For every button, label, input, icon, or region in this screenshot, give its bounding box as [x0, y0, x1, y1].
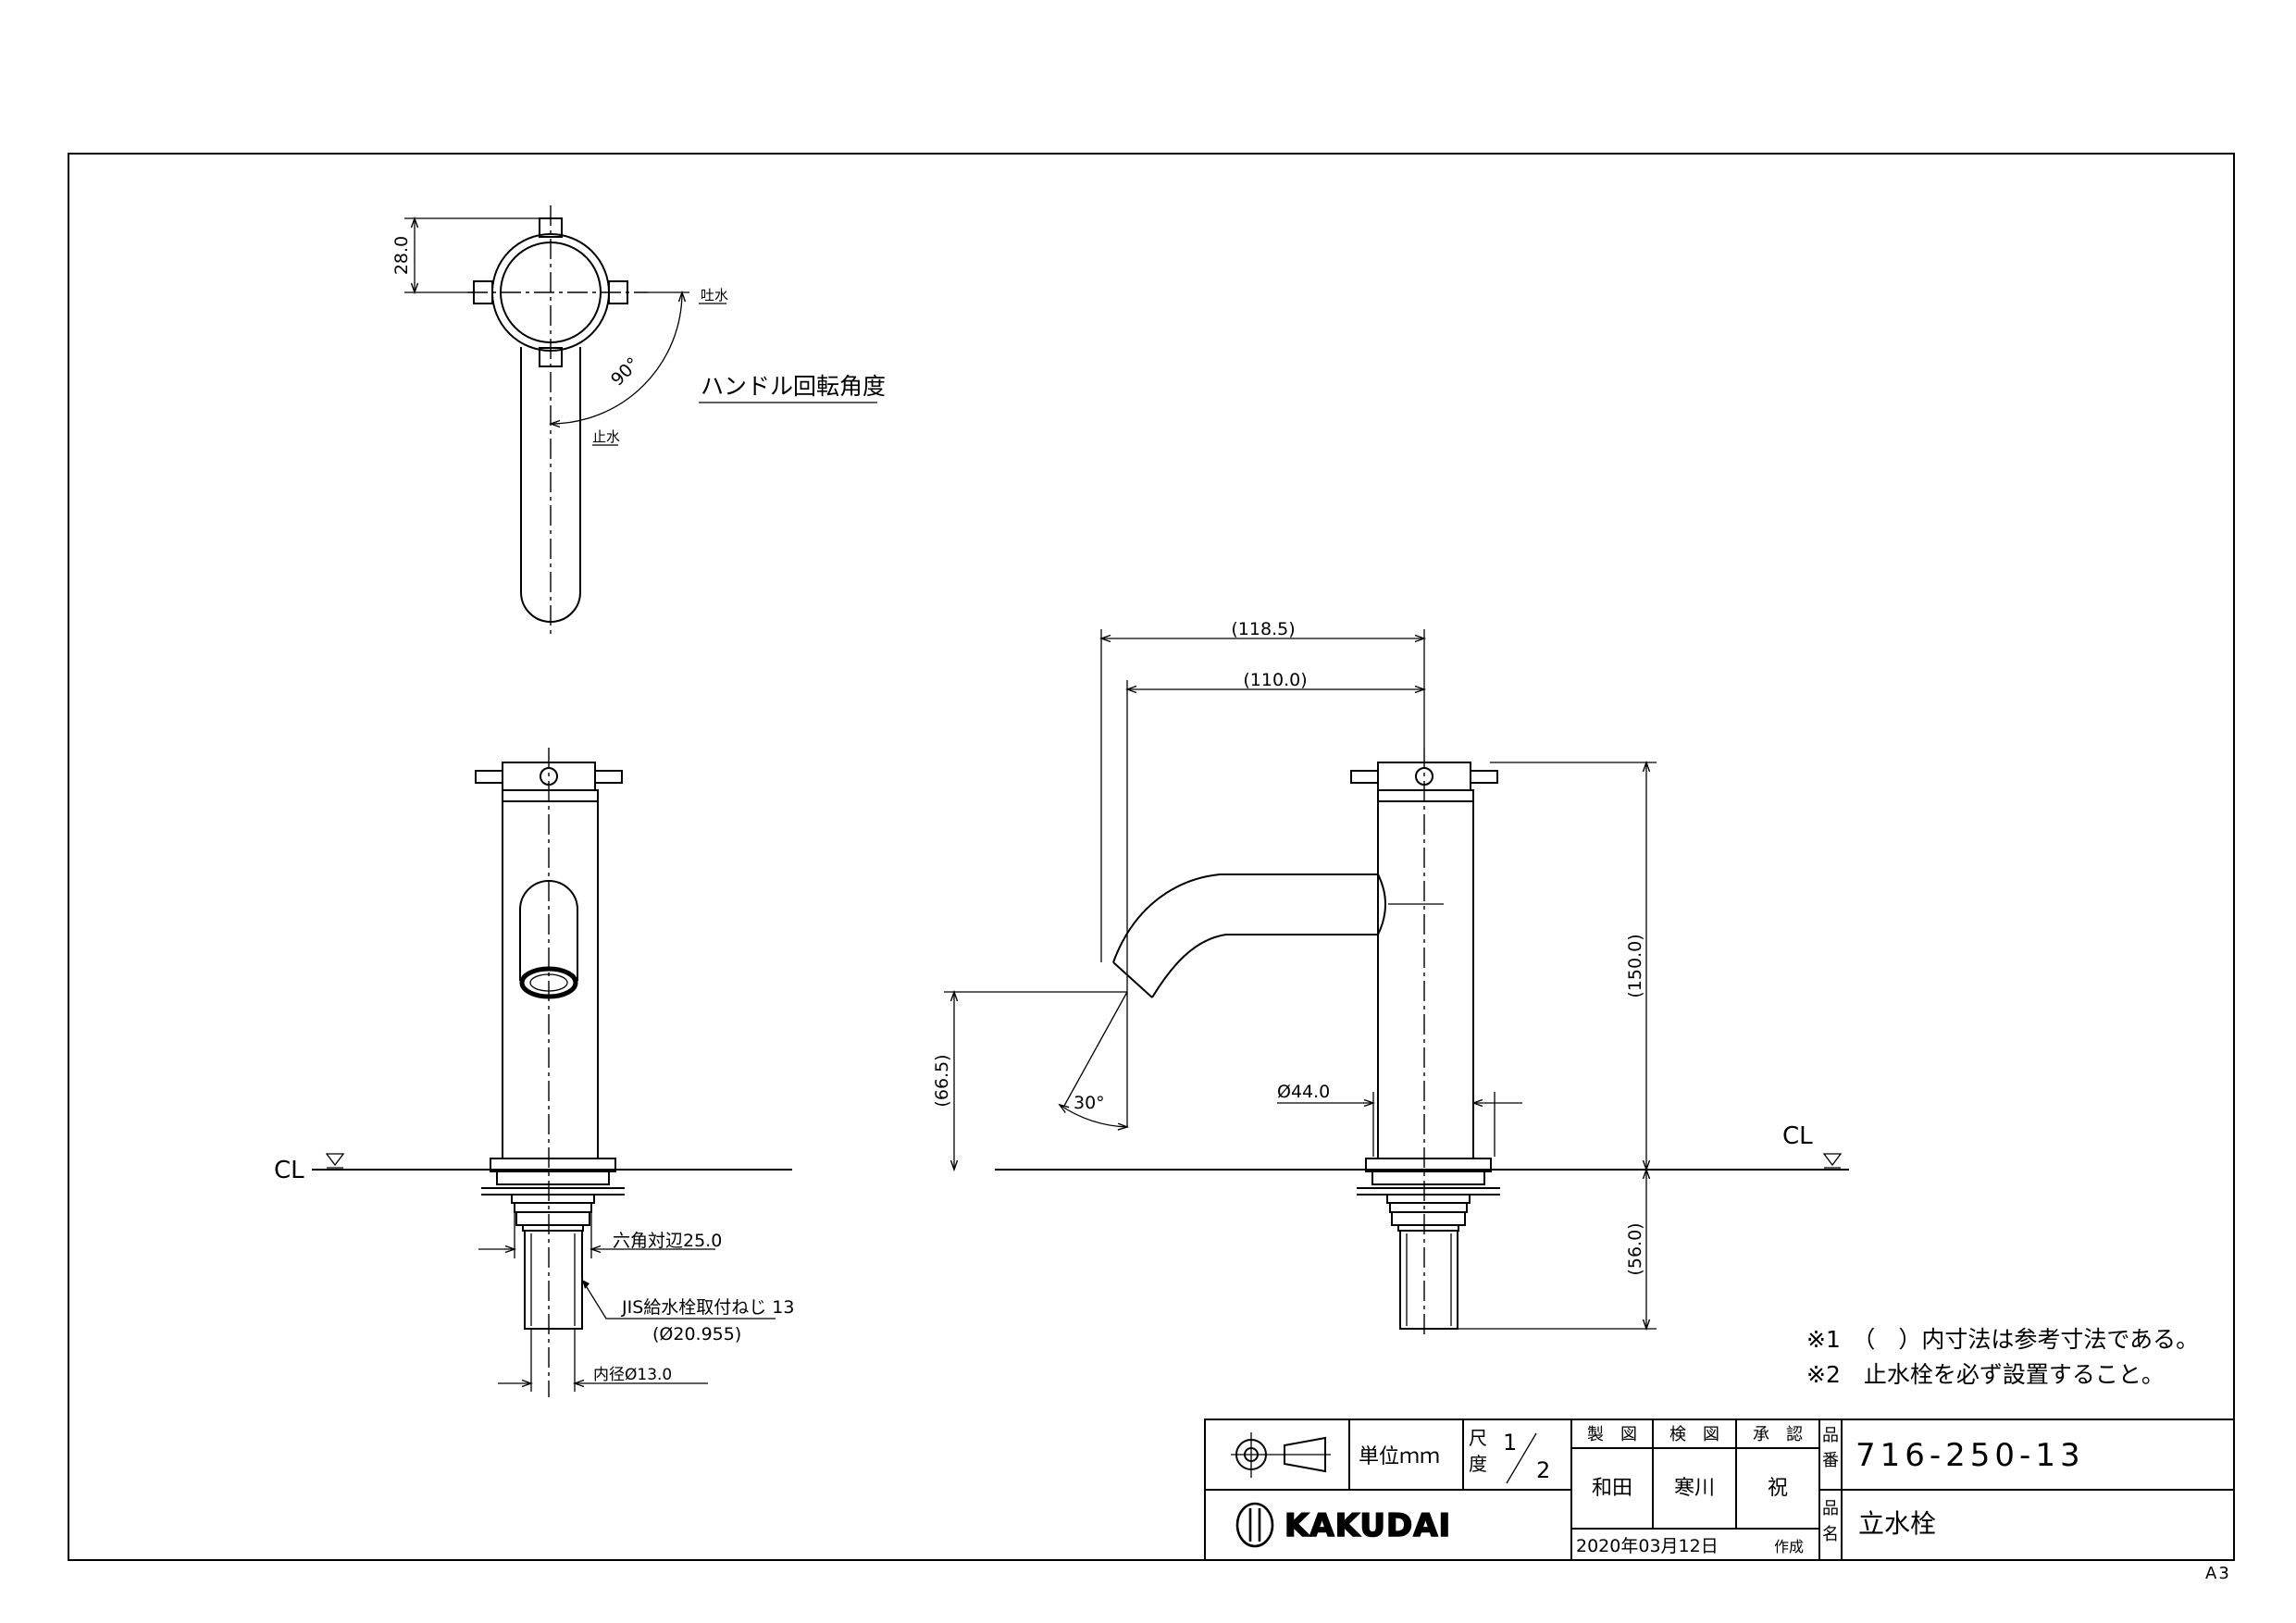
dim-thread-dia: (Ø20.955) [652, 1324, 741, 1344]
top-view [404, 205, 726, 638]
part-no-label-1: 品 [1822, 1426, 1839, 1445]
name-label-2: 名 [1822, 1525, 1839, 1544]
drawing-frame [68, 153, 2235, 1561]
header-approved: 承 認 [1753, 1425, 1803, 1444]
dim-spout-inner: (110.0) [1243, 670, 1307, 690]
checked-by: 寒川 [1674, 1477, 1715, 1500]
scale-label-2: 度 [1469, 1453, 1487, 1475]
dim-thread-spec: JIS給水栓取付ねじ 13 [621, 1297, 794, 1318]
made-by: 和田 [1592, 1477, 1632, 1500]
dim-top-height: 28.0 [391, 236, 412, 275]
header-made: 製 図 [1587, 1425, 1637, 1444]
third-angle-projection-icon [1231, 1432, 1331, 1478]
scale-numerator: 1 [1503, 1430, 1517, 1456]
scale-denominator: 2 [1536, 1457, 1550, 1483]
side-view [944, 629, 1849, 1337]
kakudai-logo-icon [1235, 1502, 1274, 1548]
name-label-1: 品 [1822, 1499, 1839, 1518]
creation-date: 2020年03月12日 [1576, 1536, 1719, 1556]
scale-label-1: 尺 [1469, 1427, 1487, 1449]
label-cl-left: CL [274, 1157, 304, 1184]
label-discharge: 吐水 [701, 287, 728, 304]
front-view [312, 748, 792, 1397]
paper-size: A3 [2205, 1564, 2231, 1583]
dim-spout-height: (66.5) [932, 1054, 952, 1107]
dim-inner-dia: 内径Ø13.0 [593, 1366, 672, 1384]
product-name: 立水栓 [1858, 1508, 1936, 1539]
dim-below-counter: (56.0) [1625, 1222, 1645, 1275]
label-stop: 止水 [592, 428, 620, 445]
dim-handle-angle: 90° [607, 353, 643, 390]
dim-hex: 六角対辺25.0 [613, 1231, 722, 1251]
part-number: 716-250-13 [1855, 1437, 2085, 1474]
note-2: ※2 止水栓を必ず設置すること。 [1806, 1361, 2165, 1388]
part-no-label-2: 番 [1822, 1451, 1839, 1470]
title-block [1204, 1419, 2235, 1561]
unit-label: 単位ｍｍ [1359, 1445, 1440, 1468]
approved-by: 祝 [1768, 1477, 1788, 1500]
dim-spout-outer: (118.5) [1231, 619, 1295, 639]
header-checked: 検 図 [1669, 1425, 1719, 1444]
note-1: ※1 （ ）内寸法は参考寸法である。 [1806, 1326, 2199, 1353]
label-cl-right: CL [1782, 1122, 1813, 1150]
creation-suffix: 作成 [1774, 1538, 1804, 1555]
dim-spout-angle: 30° [1074, 1093, 1105, 1113]
dim-total-height: (150.0) [1625, 934, 1645, 997]
logo-text: KAKUDAI [1285, 1507, 1451, 1544]
label-handle-rotation: ハンドル回転角度 [701, 373, 886, 400]
dim-body-dia: Ø44.0 [1277, 1082, 1330, 1102]
